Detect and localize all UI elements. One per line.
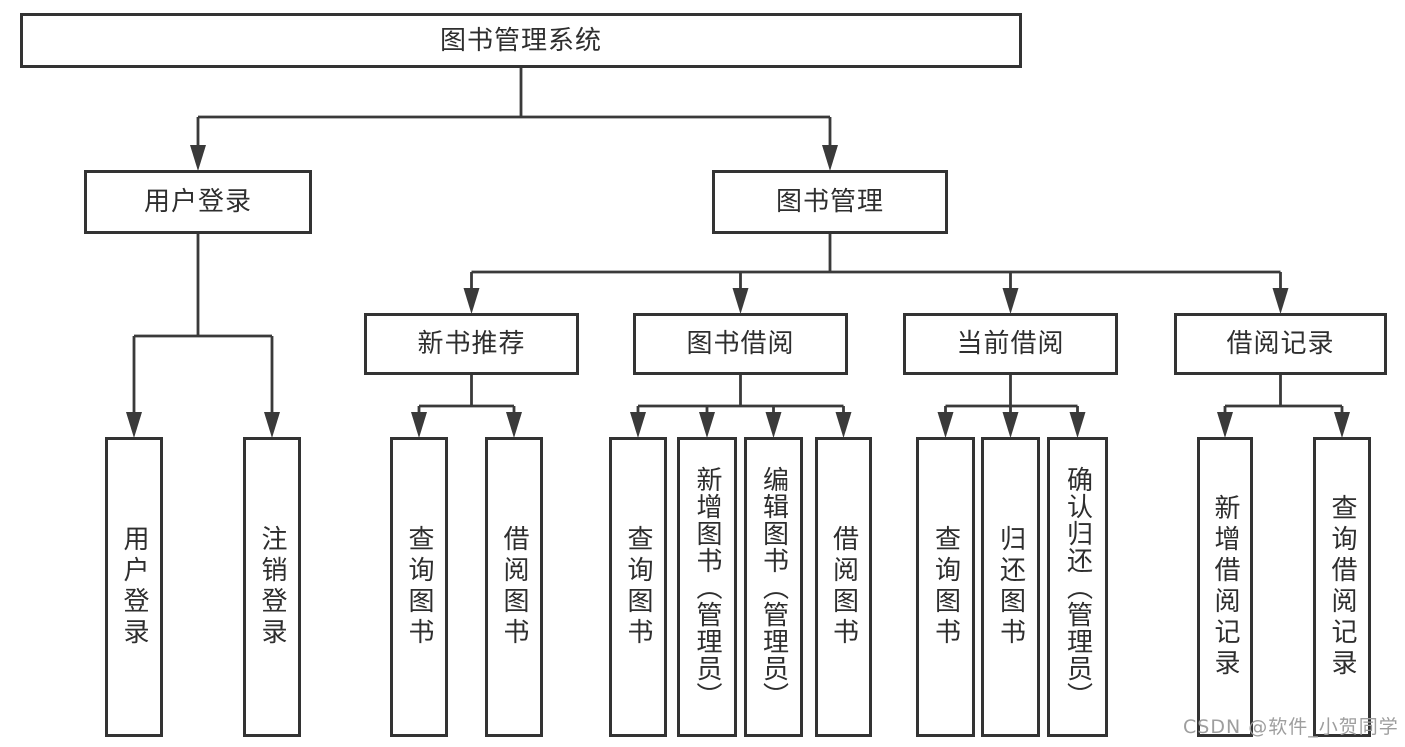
node-leaf-confirm-return-admin: 确认归还（管理员） bbox=[1047, 437, 1108, 737]
node-label-leaf-edit-books-admin: 编辑图书（管理员） bbox=[758, 465, 789, 709]
node-leaf-user-login: 用户登录 bbox=[105, 437, 163, 737]
node-leaf-logout: 注销登录 bbox=[243, 437, 301, 737]
node-leaf-return-books: 归还图书 bbox=[981, 437, 1040, 737]
node-label-new-book-recommend: 新书推荐 bbox=[417, 329, 526, 359]
node-label-current-borrowing: 当前借阅 bbox=[956, 329, 1065, 359]
node-label-leaf-query-borrow-record: 查询借阅记录 bbox=[1327, 494, 1357, 680]
node-leaf-borrow-books-recommend: 借阅图书 bbox=[485, 437, 543, 737]
node-label-leaf-borrow-books-recommend: 借阅图书 bbox=[499, 525, 529, 649]
arrowhead-icon bbox=[126, 412, 142, 438]
node-label-leaf-confirm-return-admin: 确认归还（管理员） bbox=[1062, 465, 1093, 709]
node-new-book-recommend: 新书推荐 bbox=[364, 313, 579, 375]
arrowhead-icon bbox=[190, 145, 206, 171]
node-leaf-query-books-current: 查询图书 bbox=[916, 437, 975, 737]
node-borrowing-records: 借阅记录 bbox=[1174, 313, 1387, 375]
watermark: CSDN @软件_小贺同学 bbox=[1183, 716, 1399, 738]
arrowhead-icon bbox=[1217, 412, 1233, 438]
node-label-book-borrowing: 图书借阅 bbox=[686, 329, 795, 359]
node-label-book-management: 图书管理 bbox=[775, 187, 884, 217]
arrowhead-icon bbox=[699, 412, 715, 438]
arrowhead-icon bbox=[264, 412, 280, 438]
arrowhead-icon bbox=[1002, 412, 1019, 438]
node-system: 图书管理系统 bbox=[20, 13, 1022, 68]
node-leaf-query-borrow-record: 查询借阅记录 bbox=[1313, 437, 1371, 737]
arrowhead-icon bbox=[463, 288, 480, 314]
node-leaf-borrow-books: 借阅图书 bbox=[815, 437, 872, 737]
arrowhead-icon bbox=[835, 412, 852, 438]
arrowhead-icon bbox=[732, 288, 749, 314]
node-label-leaf-return-books: 归还图书 bbox=[995, 525, 1026, 649]
node-label-leaf-add-borrow-record: 新增借阅记录 bbox=[1210, 494, 1240, 680]
arrowhead-icon bbox=[411, 412, 427, 438]
node-label-system: 图书管理系统 bbox=[439, 25, 602, 56]
node-leaf-query-books-borrow: 查询图书 bbox=[609, 437, 667, 737]
arrowhead-icon bbox=[822, 145, 838, 171]
arrowhead-icon bbox=[630, 412, 646, 438]
node-label-leaf-user-login: 用户登录 bbox=[119, 525, 149, 649]
node-user-login: 用户登录 bbox=[84, 170, 312, 234]
node-label-leaf-logout: 注销登录 bbox=[257, 525, 287, 649]
node-book-borrowing: 图书借阅 bbox=[633, 313, 848, 375]
node-label-user-login: 用户登录 bbox=[143, 187, 252, 217]
node-current-borrowing: 当前借阅 bbox=[903, 313, 1118, 375]
arrowhead-icon bbox=[937, 412, 954, 438]
node-label-leaf-query-books-current: 查询图书 bbox=[930, 525, 961, 649]
node-leaf-edit-books-admin: 编辑图书（管理员） bbox=[744, 437, 803, 737]
node-leaf-add-borrow-record: 新增借阅记录 bbox=[1197, 437, 1253, 737]
arrowhead-icon bbox=[506, 412, 522, 438]
node-leaf-query-books-recommend: 查询图书 bbox=[390, 437, 448, 737]
arrowhead-icon bbox=[1002, 288, 1019, 314]
node-label-leaf-query-books-borrow: 查询图书 bbox=[623, 525, 653, 649]
arrowhead-icon bbox=[1334, 412, 1350, 438]
node-book-management: 图书管理 bbox=[712, 170, 948, 234]
node-label-leaf-add-books-admin: 新增图书（管理员） bbox=[692, 465, 722, 709]
node-label-leaf-borrow-books: 借阅图书 bbox=[828, 525, 859, 649]
node-leaf-add-books-admin: 新增图书（管理员） bbox=[677, 437, 737, 737]
arrowhead-icon bbox=[765, 412, 782, 438]
node-label-borrowing-records: 借阅记录 bbox=[1226, 329, 1335, 359]
arrowhead-icon bbox=[1069, 412, 1086, 438]
node-label-leaf-query-books-recommend: 查询图书 bbox=[404, 525, 434, 649]
arrowhead-icon bbox=[1272, 288, 1289, 314]
